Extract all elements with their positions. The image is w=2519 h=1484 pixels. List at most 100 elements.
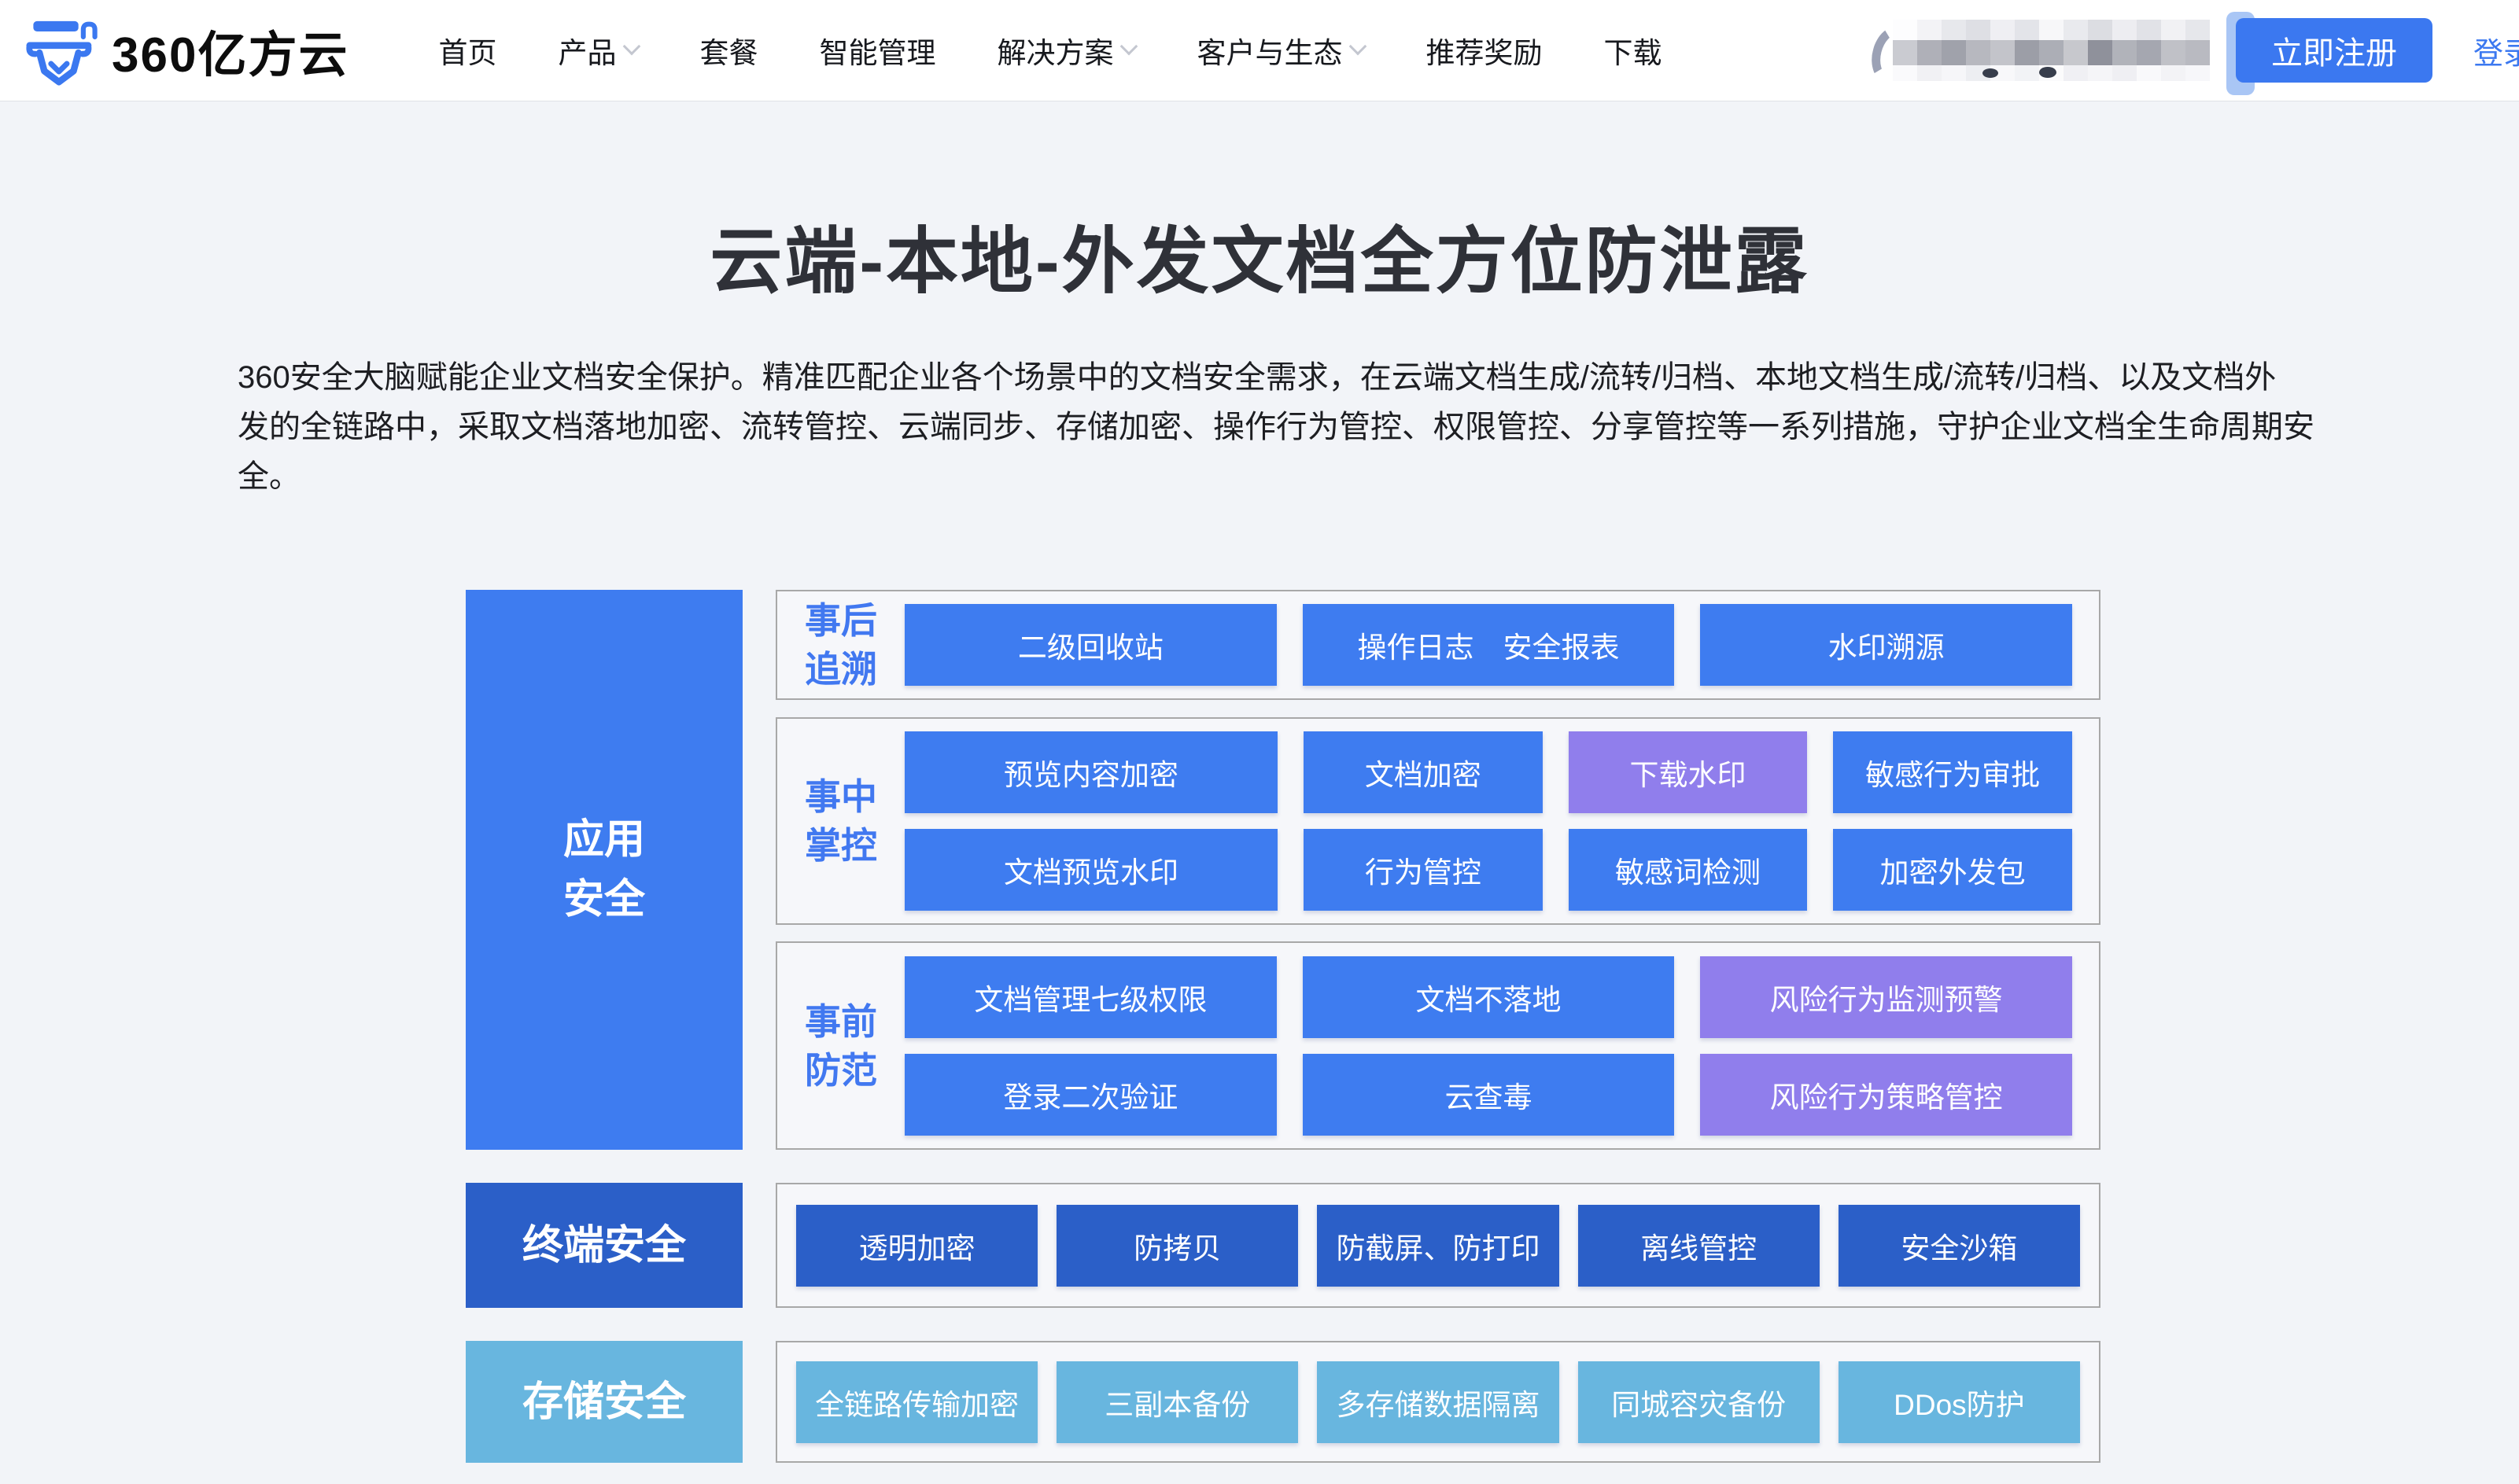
diagram-row-4: 透明加密防拷贝防截屏、防打印离线管控安全沙箱 [776, 1183, 2100, 1308]
feature-box: 多存储数据隔离 [1317, 1361, 1559, 1443]
diagram-rows: 事后 追溯二级回收站操作日志 安全报表水印溯源事中 掌控预览内容加密文档加密下载… [776, 590, 2100, 1463]
chevron-down-icon [1349, 37, 1367, 56]
feature-box: 全链路传输加密 [796, 1361, 1038, 1443]
feature-box: 风险行为监测预警 [1700, 956, 2072, 1038]
main-nav: 首页 产品 套餐 智能管理 解决方案 客户与生态 推荐奖励 下载 [438, 29, 1662, 72]
blur-artifact [2038, 67, 2056, 78]
feature-box: 预览内容加密 [905, 731, 1278, 813]
side-label-3: 存储安全 [466, 1341, 743, 1463]
mosaic-tile [2160, 65, 2185, 81]
mosaic-tile [1916, 65, 1942, 81]
mosaic-tile [2160, 20, 2185, 40]
mosaic-tile [2111, 65, 2137, 81]
login-link[interactable]: 登录 [2473, 37, 2519, 71]
mosaic-tile [2063, 40, 2088, 65]
row-content: 透明加密防拷贝防截屏、防打印离线管控安全沙箱 [777, 1204, 2099, 1287]
mosaic-tile [1892, 65, 1917, 81]
mosaic-tile [2136, 65, 2161, 81]
diagram-row-3: 事前 防范文档管理七级权限文档不落地风险行为监测预警登录二次验证云查毒风险行为策… [776, 941, 2100, 1150]
mosaic-tile [1990, 40, 2015, 65]
nav-item-4[interactable]: 智能管理 [819, 29, 935, 72]
feature-box: 风险行为策略管控 [1700, 1053, 2072, 1136]
feature-box: 安全沙箱 [1838, 1204, 2080, 1287]
mosaic-tile [1892, 20, 1917, 40]
nav-item-6[interactable]: 客户与生态 [1197, 29, 1367, 72]
nav-item-label: 套餐 [699, 37, 758, 69]
nav-item-label: 推荐奖励 [1425, 37, 1543, 69]
mosaic-tile [2014, 40, 2039, 65]
mosaic-tile [2014, 20, 2039, 40]
mosaic-tile [1892, 40, 1917, 65]
feature-box: 加密外发包 [1833, 829, 2072, 911]
mosaic-tile [1941, 65, 1966, 81]
feature-box: 敏感词检测 [1568, 829, 1808, 911]
mosaic-tile [2185, 20, 2210, 40]
feature-box: 离线管控 [1577, 1204, 1820, 1287]
row-label: 事前 防范 [805, 1000, 877, 1091]
mosaic-tile [2038, 40, 2064, 65]
mosaic-tile [1965, 40, 1990, 65]
feature-box: 文档预览水印 [905, 829, 1278, 911]
feature-box: 同城容灾备份 [1577, 1361, 1820, 1443]
feature-box: 三副本备份 [1057, 1361, 1299, 1443]
mosaic-tile [2087, 65, 2112, 81]
feature-box: 文档加密 [1304, 731, 1543, 813]
nav-item-label: 解决方案 [997, 37, 1114, 69]
mosaic-tile [1990, 20, 2015, 40]
nav-item-8[interactable]: 下载 [1603, 29, 1662, 72]
mosaic-tile [2136, 20, 2161, 40]
mosaic-tile [2038, 20, 2064, 40]
register-button[interactable]: 立即注册 [2235, 18, 2432, 83]
mosaic-tile [1965, 20, 1990, 40]
nav-item-2[interactable]: 产品 [558, 29, 641, 72]
pixelation-mosaic [1892, 20, 2210, 81]
blur-artifact [1982, 68, 1998, 78]
nav-item-label: 客户与生态 [1197, 37, 1343, 69]
mosaic-tile [2087, 40, 2112, 65]
mosaic-tile [2160, 40, 2185, 65]
nav-item-label: 智能管理 [819, 37, 936, 69]
feature-box: 文档不落地 [1302, 956, 1675, 1038]
mosaic-tile [2014, 65, 2039, 81]
main-content: 云端-本地-外发文档全方位防泄露 360安全大脑赋能企业文档安全保护。精准匹配企… [0, 101, 2519, 1463]
mosaic-tile [2111, 20, 2137, 40]
security-architecture-diagram: 应用 安全终端安全存储安全 事后 追溯二级回收站操作日志 安全报表水印溯源事中 … [466, 590, 2519, 1463]
diagram-side-labels: 应用 安全终端安全存储安全 [466, 590, 743, 1463]
feature-box: 文档管理七级权限 [905, 956, 1277, 1038]
nav-item-7[interactable]: 推荐奖励 [1425, 29, 1542, 72]
chevron-down-icon [1120, 37, 1138, 56]
nav-item-3[interactable]: 套餐 [699, 29, 758, 72]
nav-item-label: 首页 [438, 37, 497, 69]
nav-item-label: 下载 [1603, 37, 1662, 69]
mosaic-tile [2185, 65, 2210, 81]
nav-item-5[interactable]: 解决方案 [997, 29, 1138, 72]
header: 360亿方云 首页 产品 套餐 智能管理 解决方案 客户与生态 推荐奖励 下载 立即注册 登录 [0, 0, 2519, 101]
row-label: 事中 掌控 [805, 776, 877, 866]
page-title: 云端-本地-外发文档全方位防泄露 [710, 222, 1809, 302]
logo-text: 360亿方云 [112, 28, 349, 83]
diagram-row-1: 事后 追溯二级回收站操作日志 安全报表水印溯源 [776, 590, 2100, 700]
side-label-1: 应用 安全 [466, 590, 743, 1150]
feature-box: 行为管控 [1304, 829, 1543, 911]
mosaic-tile [1990, 65, 2015, 81]
feature-box: 透明加密 [796, 1204, 1038, 1287]
nav-item-1[interactable]: 首页 [438, 29, 496, 72]
hero-description: 360安全大脑赋能企业文档安全保护。精准匹配企业各个场景中的文档安全需求，在云端… [238, 360, 2314, 494]
feature-box: 下载水印 [1568, 731, 1808, 813]
chevron-down-icon [623, 37, 641, 56]
mosaic-tile [2136, 40, 2161, 65]
feature-box: 操作日志 安全报表 [1302, 604, 1675, 686]
feature-box: 二级回收站 [905, 604, 1277, 686]
mosaic-tile [2063, 20, 2088, 40]
feature-box: 登录二次验证 [905, 1053, 1277, 1136]
side-label-2: 终端安全 [466, 1183, 743, 1308]
logo[interactable]: 360亿方云 [24, 13, 349, 88]
mosaic-tile [1941, 20, 1966, 40]
mosaic-tile [1941, 40, 1966, 65]
nav-item-label: 产品 [558, 37, 617, 69]
row-label: 事后 追溯 [805, 600, 877, 690]
mosaic-tile [2185, 40, 2210, 65]
feature-box: 敏感行为审批 [1833, 731, 2072, 813]
